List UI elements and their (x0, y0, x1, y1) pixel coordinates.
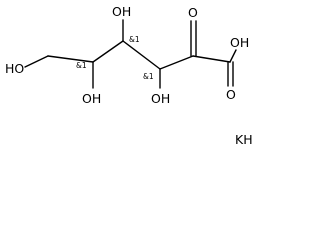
chemical-structure: HO OH OH OH O OH O &1 &1 &1 KH (5, 4, 253, 147)
bond-c5-c4 (92, 40, 124, 63)
bond-c3-c2 (159, 55, 194, 70)
stereo-label-c4: &1 (129, 35, 140, 44)
bond-c2-c1 (192, 55, 231, 63)
counterion-label: KH (235, 132, 253, 147)
bond-c1-acid-oh (229, 49, 237, 63)
label-oh-c3: OH (151, 91, 170, 106)
stereo-labels: &1 &1 &1 (76, 35, 154, 81)
label-ho-c6: HO (5, 61, 24, 76)
label-oh-c5: OH (82, 91, 101, 106)
label-acid-o: O (226, 87, 236, 102)
label-keto-o: O (188, 5, 198, 20)
label-acid-oh: OH (230, 35, 249, 50)
carbon-chain-bonds (24, 40, 237, 70)
label-oh-c4: OH (112, 4, 131, 19)
stereo-label-c5: &1 (76, 61, 87, 70)
bond-ho-c6 (24, 55, 49, 68)
bond-c4-c3 (122, 40, 161, 70)
stereo-label-c3: &1 (143, 72, 154, 81)
atom-labels: HO OH OH OH O OH O (5, 4, 249, 106)
substituent-bonds (92, 19, 234, 89)
bond-c6-c5 (47, 55, 94, 63)
